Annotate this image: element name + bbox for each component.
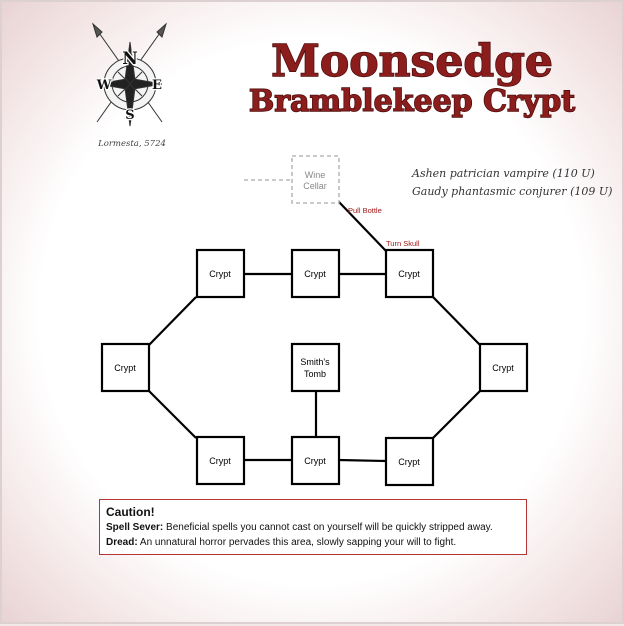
compass-rose-icon: N S W E Lormesta, 5724: [91, 22, 168, 149]
room-smiths-tomb[interactable]: Smith's Tomb: [290, 342, 341, 393]
room-box: [290, 435, 341, 486]
room-label-line2: Cellar: [303, 181, 327, 191]
room-box: [290, 248, 341, 299]
room-label: Crypt: [114, 363, 136, 373]
room-label: Crypt: [304, 456, 326, 466]
caution-title: Caution!: [106, 505, 155, 519]
room-crypt[interactable]: Crypt: [195, 435, 246, 486]
effect-name: Spell Sever:: [106, 522, 164, 533]
room-label: Crypt: [209, 456, 231, 466]
creature-entry: Ashen patrician vampire (110 U): [411, 167, 595, 180]
room-box: [384, 248, 435, 299]
effect-text: An unnatural horror pervades this area, …: [137, 537, 457, 548]
compass-caption: Lormesta, 5724: [97, 139, 166, 149]
note-pull-bottle: Pull Bottle: [348, 206, 382, 215]
room-wine-cellar[interactable]: Wine Cellar: [291, 155, 340, 204]
map-title-line2: Bramblekeep Crypt: [249, 84, 575, 119]
room-box: [384, 436, 435, 487]
room-label: Crypt: [398, 269, 420, 279]
room-crypt[interactable]: Crypt: [195, 248, 246, 299]
corridor: [148, 390, 197, 439]
corridor: [432, 390, 481, 439]
caution-effect: Spell Sever: Beneficial spells you canno…: [106, 520, 520, 535]
room-crypt[interactable]: Crypt: [384, 436, 435, 487]
room-label-line1: Wine: [305, 170, 326, 180]
room-crypt[interactable]: Crypt: [478, 342, 529, 393]
room-box: [291, 155, 340, 204]
compass-north-label: N: [122, 49, 138, 69]
corridor: [432, 296, 481, 346]
room-label: Crypt: [304, 269, 326, 279]
creature-entry: Gaudy phantasmic conjurer (109 U): [412, 185, 612, 198]
note-turn-skull: Turn Skull: [386, 239, 420, 248]
secret-passage: [338, 201, 387, 252]
caution-effect: Dread: An unnatural horror pervades this…: [106, 535, 520, 550]
corridor: [148, 296, 197, 346]
caution-box: Caution! Spell Sever: Beneficial spells …: [99, 499, 527, 555]
compass-west-label: W: [96, 78, 112, 93]
compass-east-label: E: [152, 78, 162, 93]
room-label-line2: Tomb: [304, 369, 326, 379]
room-label: Crypt: [492, 363, 514, 373]
effect-text: Beneficial spells you cannot cast on you…: [163, 522, 493, 533]
map-title-line1: Moonsedge: [271, 36, 553, 87]
room-box: [195, 248, 246, 299]
room-box: [290, 342, 341, 393]
room-box: [100, 342, 151, 393]
room-label: Crypt: [398, 457, 420, 467]
room-crypt[interactable]: Crypt: [290, 435, 341, 486]
room-crypt[interactable]: Crypt: [384, 248, 435, 299]
room-crypt[interactable]: Crypt: [100, 342, 151, 393]
room-crypt[interactable]: Crypt: [290, 248, 341, 299]
room-box: [195, 435, 246, 486]
room-label-line1: Smith's: [300, 357, 330, 367]
room-label: Crypt: [209, 269, 231, 279]
room-box: [478, 342, 529, 393]
effect-name: Dread:: [106, 537, 138, 548]
corridor: [338, 458, 387, 463]
compass-south-label: S: [125, 108, 134, 123]
